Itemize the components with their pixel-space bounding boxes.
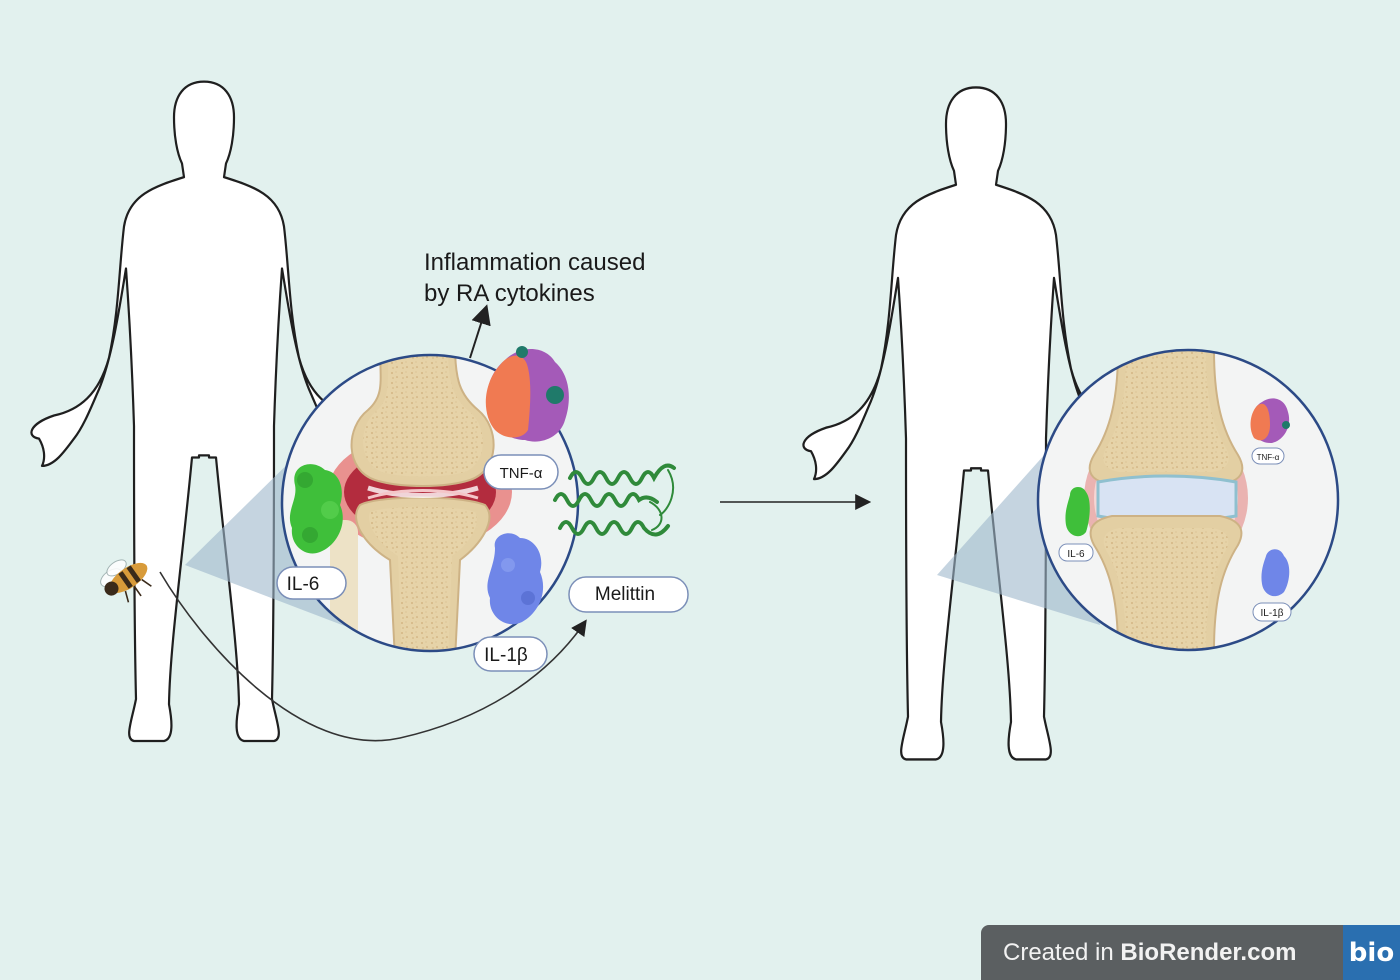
il1beta-label-small: IL-1β — [1252, 602, 1292, 622]
il6-protein-icon — [289, 464, 343, 554]
melittin-helix-icon — [553, 463, 676, 537]
tnf-alpha-protein-small-icon — [1250, 398, 1290, 444]
tnf-alpha-small-text: TNF-α — [1257, 453, 1280, 462]
il6-label: IL-6 — [276, 566, 347, 600]
il6-label-small: IL-6 — [1058, 543, 1094, 562]
watermark-text: Created in BioRender.com — [981, 939, 1341, 967]
il1beta-text: IL-1β — [484, 645, 528, 666]
il6-small-text: IL-6 — [1067, 549, 1085, 560]
il1beta-label: IL-1β — [473, 636, 548, 672]
il1beta-small-text: IL-1β — [1261, 608, 1284, 619]
tnf-alpha-protein-icon — [485, 346, 569, 442]
curved-arrow-icon — [159, 571, 587, 742]
melittin-text: Melittin — [595, 584, 655, 605]
melittin-label: Melittin — [568, 576, 689, 613]
bee-icon — [100, 559, 152, 603]
watermark-brand: BioRender.com — [1120, 938, 1297, 966]
il1beta-protein-icon — [487, 533, 544, 625]
annotation-line1: Inflammation caused — [424, 249, 645, 276]
watermark-prefix: Created in — [1003, 938, 1121, 966]
il6-protein-small-icon — [1065, 486, 1090, 537]
il6-text: IL-6 — [287, 574, 320, 595]
biorender-logo-icon: bio — [1343, 925, 1400, 980]
annotation-arrow — [469, 304, 491, 359]
tnf-alpha-text: TNF-α — [500, 465, 543, 482]
annotation-line2: by RA cytokines — [424, 280, 595, 307]
tnf-alpha-label: TNF-α — [483, 454, 559, 490]
biorender-watermark[interactable]: Created in BioRender.com bio — [981, 925, 1400, 980]
tnf-alpha-label-small: TNF-α — [1251, 447, 1285, 465]
il1beta-protein-small-icon — [1261, 549, 1290, 597]
